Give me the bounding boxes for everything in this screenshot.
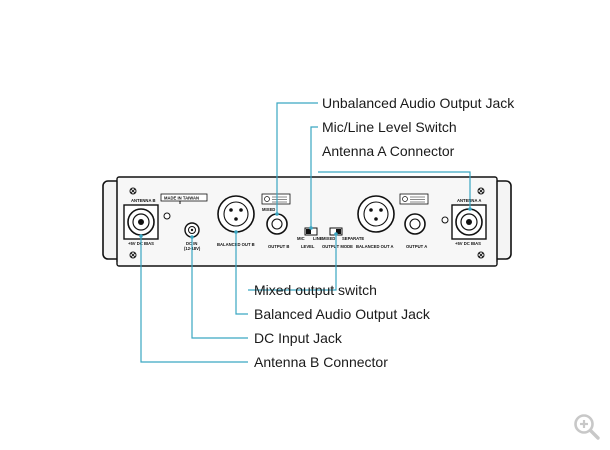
leader-lines: [139, 102, 472, 363]
screw-icon: [129, 251, 137, 259]
callout-antenna-b-connector: Antenna B Connector: [254, 354, 388, 370]
output-b-label: OUTPUT B: [268, 244, 289, 249]
mixed-switch-label: MIXED: [322, 236, 335, 241]
made-in-taiwan-label: MADE IN TAIWAN: [164, 195, 199, 200]
callout-unbalanced-audio-output-jack: Unbalanced Audio Output Jack: [322, 95, 515, 111]
callout-dc-input-jack: DC Input Jack: [254, 330, 343, 346]
screw-icon: [477, 251, 485, 259]
balanced-out-a-xlr: BALANCED OUT A: [356, 195, 395, 249]
leader-unbalanced: [276, 102, 318, 214]
mixed-label-b: MIXED: [262, 207, 275, 212]
callout-antenna-a-connector: Antenna A Connector: [322, 143, 455, 159]
level-label: LEVEL: [301, 244, 315, 249]
callout-labels: Unbalanced Audio Output Jack Mic/Line Le…: [254, 95, 515, 370]
ground-terminal-icon: [163, 212, 171, 220]
chassis-inner: [116, 176, 498, 267]
callout-balanced-audio-output-jack: Balanced Audio Output Jack: [254, 306, 431, 322]
leader-dc: [191, 237, 248, 339]
antenna-b-label: ANTENNA B: [131, 198, 156, 203]
antenna-a-connector: ANTENNA A +5V DC BIAS: [451, 198, 487, 246]
zoom-in-button[interactable]: [572, 412, 602, 442]
antenna-a-label: ANTENNA A: [457, 198, 481, 203]
callout-mic-line-level-switch: Mic/Line Level Switch: [322, 119, 457, 135]
line-label: LINE: [313, 236, 323, 241]
output-a-label: OUTPUT A: [406, 244, 427, 249]
leader-antenna-b: [140, 236, 248, 363]
made-in-taiwan-badge: [160, 193, 208, 202]
callout-mixed-output-switch: Mixed output switch: [254, 282, 377, 298]
leader-balanced: [235, 232, 248, 315]
output-b-jack: MIXED OUTPUT B: [261, 193, 291, 249]
receiver-rear-panel: ANTENNA B +5V DC BIAS MADE IN TAIWAN DC …: [102, 176, 512, 267]
leader-antenna-a: [318, 171, 471, 209]
output-mode-label: OUTPUT MODE: [322, 244, 353, 249]
zoom-in-icon: [574, 414, 600, 440]
mic-label: MIC: [297, 236, 305, 241]
leader-level-switch: [310, 126, 318, 228]
screw-icon: [129, 187, 137, 195]
output-a-jack: OUTPUT A: [399, 193, 429, 249]
screw-icon: [477, 187, 485, 195]
balanced-out-a-label: BALANCED OUT A: [356, 244, 394, 249]
separate-label: SEPARATE: [342, 236, 364, 241]
ground-terminal-icon: [441, 216, 449, 224]
leader-mixed-switch: [248, 234, 337, 291]
bias-right-label: +5V DC BIAS: [455, 241, 481, 246]
